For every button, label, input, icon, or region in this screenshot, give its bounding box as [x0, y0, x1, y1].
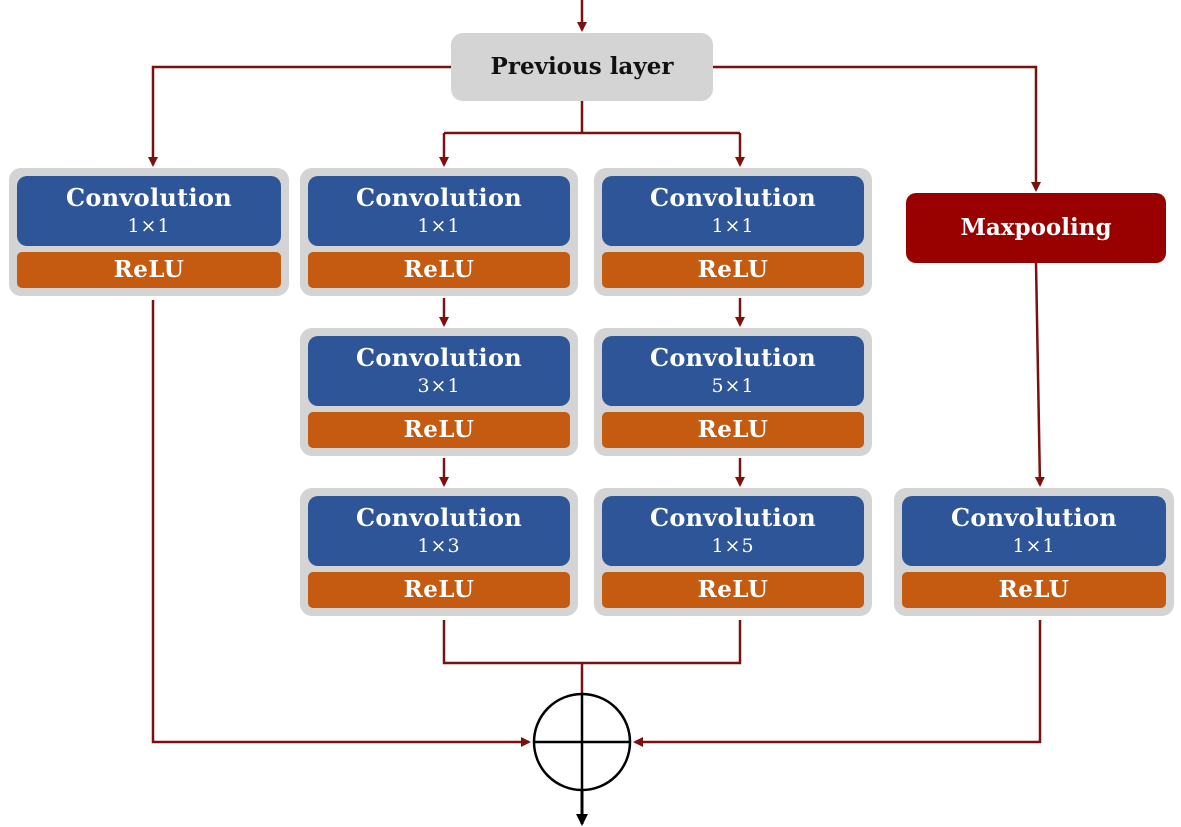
arrow-branch-4-to-merge — [633, 620, 1042, 747]
conv-box: Convolution 5×1 — [602, 336, 864, 406]
relu-label: ReLU — [902, 572, 1166, 608]
conv-box: Convolution 1×1 — [308, 176, 570, 246]
conv-box: Convolution 1×5 — [602, 496, 864, 566]
kernel-size: 1×5 — [711, 535, 755, 557]
maxpooling-node: Maxpooling — [906, 193, 1166, 263]
relu-label: ReLU — [602, 252, 864, 288]
conv-label: Convolution — [65, 183, 233, 212]
branch-2-conv-block-2: Convolution 3×1 ReLU — [300, 328, 578, 456]
branch-2-conv-block-3: Convolution 1×3 ReLU — [300, 488, 578, 616]
conv-label: Convolution — [649, 183, 817, 212]
conv-box: Convolution 3×1 — [308, 336, 570, 406]
conv-label: Convolution — [355, 503, 523, 532]
branch-3-conv-block-2: Convolution 5×1 ReLU — [594, 328, 872, 456]
conv-label: Convolution — [355, 343, 523, 372]
branch-2-conv-block-1: Convolution 1×1 ReLU — [300, 168, 578, 296]
arrow-to-branch-1 — [148, 65, 451, 167]
conv-label: Convolution — [950, 503, 1118, 532]
relu-label: ReLU — [17, 252, 281, 288]
conv-box: Convolution 1×3 — [308, 496, 570, 566]
arrow-to-maxpool — [713, 65, 1041, 192]
branch-3-conv-block-3: Convolution 1×5 ReLU — [594, 488, 872, 616]
relu-label: ReLU — [308, 412, 570, 448]
branch-1-conv-block: Convolution 1×1 ReLU — [9, 168, 289, 296]
relu-label: ReLU — [308, 252, 570, 288]
conv-box: Convolution 1×1 — [602, 176, 864, 246]
conv-label: Convolution — [649, 343, 817, 372]
kernel-size: 3×1 — [417, 375, 461, 397]
arrow-maxpool-to-conv — [1034, 262, 1045, 487]
kernel-size: 1×1 — [1012, 535, 1056, 557]
branch-3-conv-block-1: Convolution 1×1 ReLU — [594, 168, 872, 296]
relu-label: ReLU — [308, 572, 570, 608]
kernel-size: 1×1 — [127, 215, 171, 237]
conv-label: Convolution — [355, 183, 523, 212]
arrow-branch-1-to-merge — [151, 300, 531, 747]
conv-box: Convolution 1×1 — [902, 496, 1166, 566]
kernel-size: 5×1 — [711, 375, 755, 397]
relu-label: ReLU — [602, 572, 864, 608]
kernel-size: 1×1 — [417, 215, 461, 237]
kernel-size: 1×3 — [417, 535, 461, 557]
kernel-size: 1×1 — [711, 215, 755, 237]
arrow-join-bar — [442, 620, 742, 665]
branch-4-conv-block: Convolution 1×1 ReLU — [894, 488, 1174, 616]
conv-box: Convolution 1×1 — [17, 176, 281, 246]
circle-plus-icon — [532, 692, 632, 792]
conv-label: Convolution — [649, 503, 817, 532]
relu-label: ReLU — [602, 412, 864, 448]
previous-layer-node: Previous layer — [451, 33, 713, 101]
